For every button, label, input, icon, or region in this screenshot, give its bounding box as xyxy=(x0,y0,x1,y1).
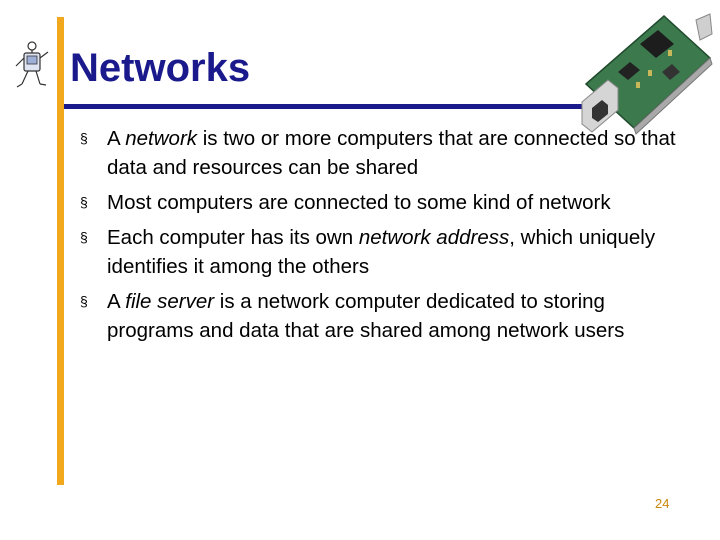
bullet-text: Most computers are connected to some kin… xyxy=(107,191,611,214)
bullet-item: § A file server is a network computer de… xyxy=(80,287,680,345)
network-interface-card-image xyxy=(581,13,713,135)
bullet-marker: § xyxy=(80,229,88,245)
bullet-text: , which uniquely identifies it among the… xyxy=(107,226,656,278)
accent-bar xyxy=(57,17,64,485)
bullet-text: A xyxy=(107,127,126,150)
bullet-emphasis: network xyxy=(125,127,198,150)
running-computer-mascot-icon xyxy=(15,41,49,88)
bullet-item: § Most computers are connected to some k… xyxy=(80,188,680,217)
bullet-text: is a network computer dedicated to stori… xyxy=(107,290,625,342)
bullet-text: is two or more computers that are connec… xyxy=(107,127,676,179)
bullet-marker: § xyxy=(80,194,88,210)
bullet-list: § A network is two or more computers tha… xyxy=(80,124,680,351)
bullet-text: A xyxy=(107,290,126,313)
bullet-marker: § xyxy=(80,130,88,146)
bullet-marker: § xyxy=(80,293,88,309)
bullet-text: Each computer has its own xyxy=(107,226,359,249)
bullet-emphasis: network address xyxy=(358,226,510,249)
slide-title: Networks xyxy=(70,46,251,90)
bullet-item: § A network is two or more computers tha… xyxy=(80,124,680,182)
bullet-item: § Each computer has its own network addr… xyxy=(80,223,680,281)
page-number: 24 xyxy=(655,496,670,511)
bullet-emphasis: file server xyxy=(125,290,215,313)
title-rule xyxy=(64,104,599,109)
